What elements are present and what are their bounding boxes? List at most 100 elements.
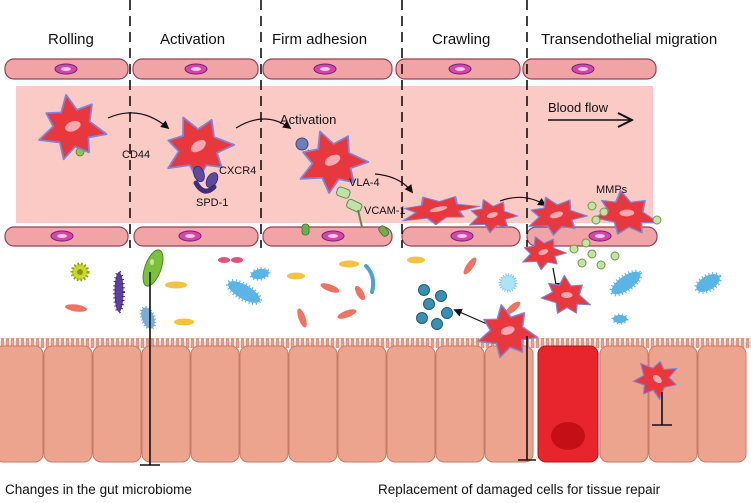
microvilli-border: [0, 338, 751, 348]
nucleus-highlight: [457, 234, 467, 238]
nucleus-highlight: [455, 67, 465, 71]
bottom-endothelium: [4, 223, 658, 247]
stage-label-rolling: Rolling: [48, 31, 94, 48]
vla4-receptor: [335, 186, 351, 199]
arrow-crawling-to-transmigration: [499, 196, 547, 206]
label-vcam1: VCAM-1: [364, 205, 406, 217]
bacterium-rod: [407, 256, 425, 264]
bacterium-rod: [65, 304, 87, 312]
bacterium-rod: [505, 301, 521, 315]
nucleus-highlight: [578, 67, 588, 71]
mediator-particles: [416, 284, 453, 330]
bacterium-spiky: [139, 305, 157, 331]
bacterium-rod: [339, 260, 359, 268]
intestinal-epithelium: [0, 338, 751, 463]
mmp-particle: [587, 201, 597, 211]
mmp-particle: [596, 260, 606, 270]
caption-microbiome: Changes in the gut microbiome: [5, 482, 192, 497]
damaged-cell-nucleus: [551, 422, 585, 450]
nucleus-highlight: [57, 234, 67, 238]
nucleus-highlight: [185, 234, 195, 238]
mediator-particle: [431, 318, 443, 330]
mediator-particle: [441, 307, 453, 319]
epithelial-cell: [386, 345, 436, 463]
bacterium-rod: [354, 285, 366, 301]
epithelial-cell: [484, 345, 534, 463]
mediator-particle: [423, 298, 435, 310]
t-bar-microbiome: [140, 272, 160, 466]
epithelial-cell: [239, 345, 289, 463]
epithelial-cell: [92, 345, 142, 463]
cxcr4-spd1-receptor: [193, 165, 219, 194]
nucleus-highlight: [191, 67, 201, 71]
label-mmps: MMPs: [596, 184, 628, 196]
mmp-particle: [610, 251, 620, 261]
label-spd1: SPD-1: [196, 197, 228, 209]
bacterium-spiky: [694, 272, 722, 294]
mmp-particle: [569, 244, 579, 254]
epithelial-cell: [190, 345, 240, 463]
mmp-particles: [569, 201, 662, 270]
bacterium-curved: [364, 264, 376, 294]
bacterium-spot: [150, 259, 154, 265]
epithelial-cell: [43, 345, 93, 463]
nucleus-highlight: [61, 67, 71, 71]
bacterium-rod: [287, 272, 305, 280]
receptor-base: [193, 180, 217, 194]
mmp-particle: [591, 215, 601, 225]
nucleus-highlight: [320, 67, 330, 71]
epithelial-cell: [288, 345, 338, 463]
bacterium-rod: [337, 309, 357, 319]
mmp-particle: [652, 215, 662, 225]
arrow-rolling-to-activation: [107, 112, 170, 130]
bacterium-rod: [113, 270, 125, 314]
inhibition-bars: [140, 272, 672, 466]
arrow-release: [453, 308, 488, 325]
bacterium-pair: [218, 257, 230, 263]
vcam1-stalk: [357, 209, 363, 228]
arrow-activation-to-adhesion: [235, 118, 292, 129]
epithelial-cell: [599, 345, 649, 463]
bacterium-rod: [297, 308, 307, 328]
virus-core: [77, 269, 83, 275]
bacterium-rod: [174, 318, 194, 326]
stage-label-transmigration: Transendothelial migration: [541, 31, 717, 48]
caption-tissue-repair: Replacement of damaged cells for tissue …: [378, 482, 661, 497]
bacterium-spiky: [609, 269, 643, 297]
nucleus-highlight: [595, 234, 605, 238]
nucleus-highlight: [328, 234, 338, 238]
stage-label-activation: Activation: [160, 31, 225, 48]
gut-microbiome: [65, 249, 722, 331]
epithelial-cell: [435, 345, 485, 463]
label-activation: Activation: [280, 112, 336, 127]
vcam1-ligand: [346, 198, 363, 213]
t-bar-tissue-repair: [518, 336, 536, 461]
chemokine: [295, 137, 309, 151]
mmp-particle: [581, 238, 591, 248]
mmp-particle: [599, 207, 609, 217]
stage-label-firm-adhesion: Firm adhesion: [272, 31, 367, 48]
bacterium-spiky: [249, 267, 271, 281]
mediator-particle: [416, 312, 428, 324]
bacterium-spiky: [226, 279, 262, 305]
bacterium-rod: [165, 281, 187, 289]
epithelial-cell: [648, 345, 698, 463]
label-cxcr4: CXCR4: [219, 165, 256, 177]
mediator-particle: [435, 290, 447, 302]
blood-flow-label: Blood flow: [548, 100, 609, 115]
vla4-vcam1-complex: [335, 186, 363, 228]
label-cd44: CD44: [122, 149, 150, 161]
epithelial-cell: [697, 345, 747, 463]
epithelial-cell: [141, 345, 191, 463]
adhesion-molecule: [301, 223, 310, 236]
mmp-particle: [577, 258, 587, 268]
receptor-lobe: [193, 165, 205, 183]
arrow-adhesion-to-crawling: [374, 173, 414, 194]
t-bar-epithelium: [652, 392, 672, 426]
mmp-particle: [587, 249, 597, 259]
epithelial-cell: [0, 345, 44, 463]
bacterium-rod: [463, 257, 477, 275]
leukocyte-tissue: [537, 270, 598, 324]
stage-label-crawling: Crawling: [432, 31, 490, 48]
